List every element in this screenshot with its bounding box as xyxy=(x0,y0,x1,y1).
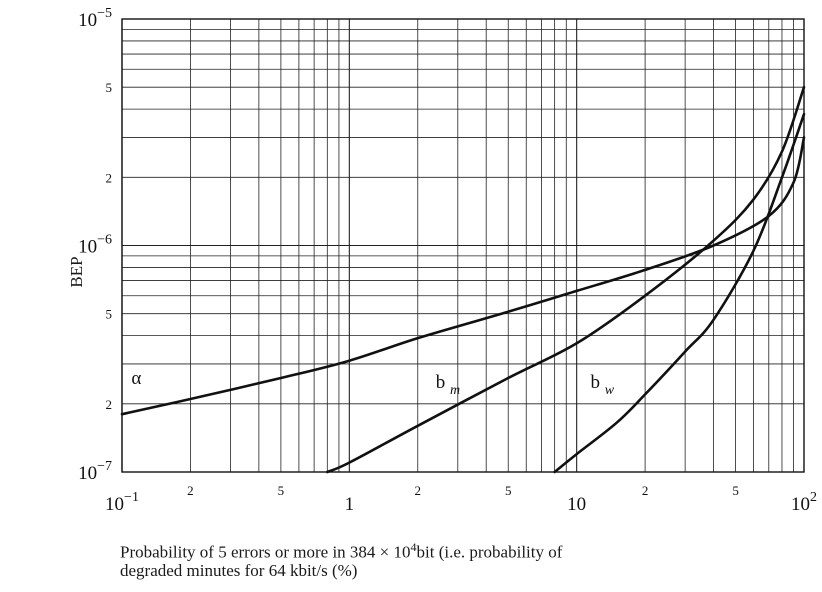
curve-label-subscript: w xyxy=(605,383,615,398)
grid-lines xyxy=(121,18,805,473)
x-major-tick-label: 102 xyxy=(791,490,817,515)
y-minor-tick-label: 2 xyxy=(106,397,113,412)
x-minor-tick-label: 5 xyxy=(732,483,739,498)
x-axis-label-text-end: bit (i.e. probability of xyxy=(416,542,563,562)
curve-label-α: α xyxy=(131,368,141,389)
curve-α xyxy=(120,136,806,416)
x-axis-label-text: Probability of 5 errors or more in 384 ×… xyxy=(120,542,411,562)
x-axis-label-exponent: 4 xyxy=(410,540,417,554)
x-minor-tick-label: 5 xyxy=(278,483,285,498)
x-axis-label-line1: Probability of 5 errors or more in 384 ×… xyxy=(120,538,810,562)
x-axis-label-line2: degraded minutes for 64 kbit/s (%) xyxy=(120,560,358,580)
y-minor-tick-label: 5 xyxy=(106,80,113,95)
x-minor-tick-label: 2 xyxy=(187,483,194,498)
y-minor-tick-label: 2 xyxy=(106,170,113,185)
y-tick-labels: 10−7 10−6 10−5 2 5 2 5 xyxy=(78,6,112,484)
curve-label-main: α xyxy=(131,368,141,389)
x-tick-labels: 10−1 1 10 102 2 5 2 5 2 5 xyxy=(105,483,817,515)
y-minor-tick-label: 5 xyxy=(106,307,113,322)
curve-label-main: b xyxy=(590,372,604,393)
curve-b-m xyxy=(326,85,806,474)
x-minor-tick-label: 5 xyxy=(505,483,512,498)
y-axis-label: BEP xyxy=(67,256,86,287)
x-minor-tick-label: 2 xyxy=(642,483,649,498)
x-major-tick-label: 10−1 xyxy=(105,490,139,515)
x-major-tick-label: 1 xyxy=(345,494,355,515)
x-major-tick-label: 10 xyxy=(567,494,586,515)
curves xyxy=(120,85,806,474)
curve-label-main: b xyxy=(436,372,450,393)
curve-label-b-m: b m xyxy=(436,372,460,398)
x-minor-tick-label: 2 xyxy=(415,483,422,498)
curve-label-b-w: b w xyxy=(590,372,614,398)
curve-b-w xyxy=(553,112,806,474)
x-axis-label: Probability of 5 errors or more in 384 ×… xyxy=(120,538,810,580)
curve-label-subscript: m xyxy=(450,383,460,398)
y-major-tick-label: 10−5 xyxy=(78,6,112,31)
y-major-tick-label: 10−6 xyxy=(78,233,112,258)
y-major-tick-label: 10−7 xyxy=(78,459,112,484)
plot-frame xyxy=(121,18,805,473)
